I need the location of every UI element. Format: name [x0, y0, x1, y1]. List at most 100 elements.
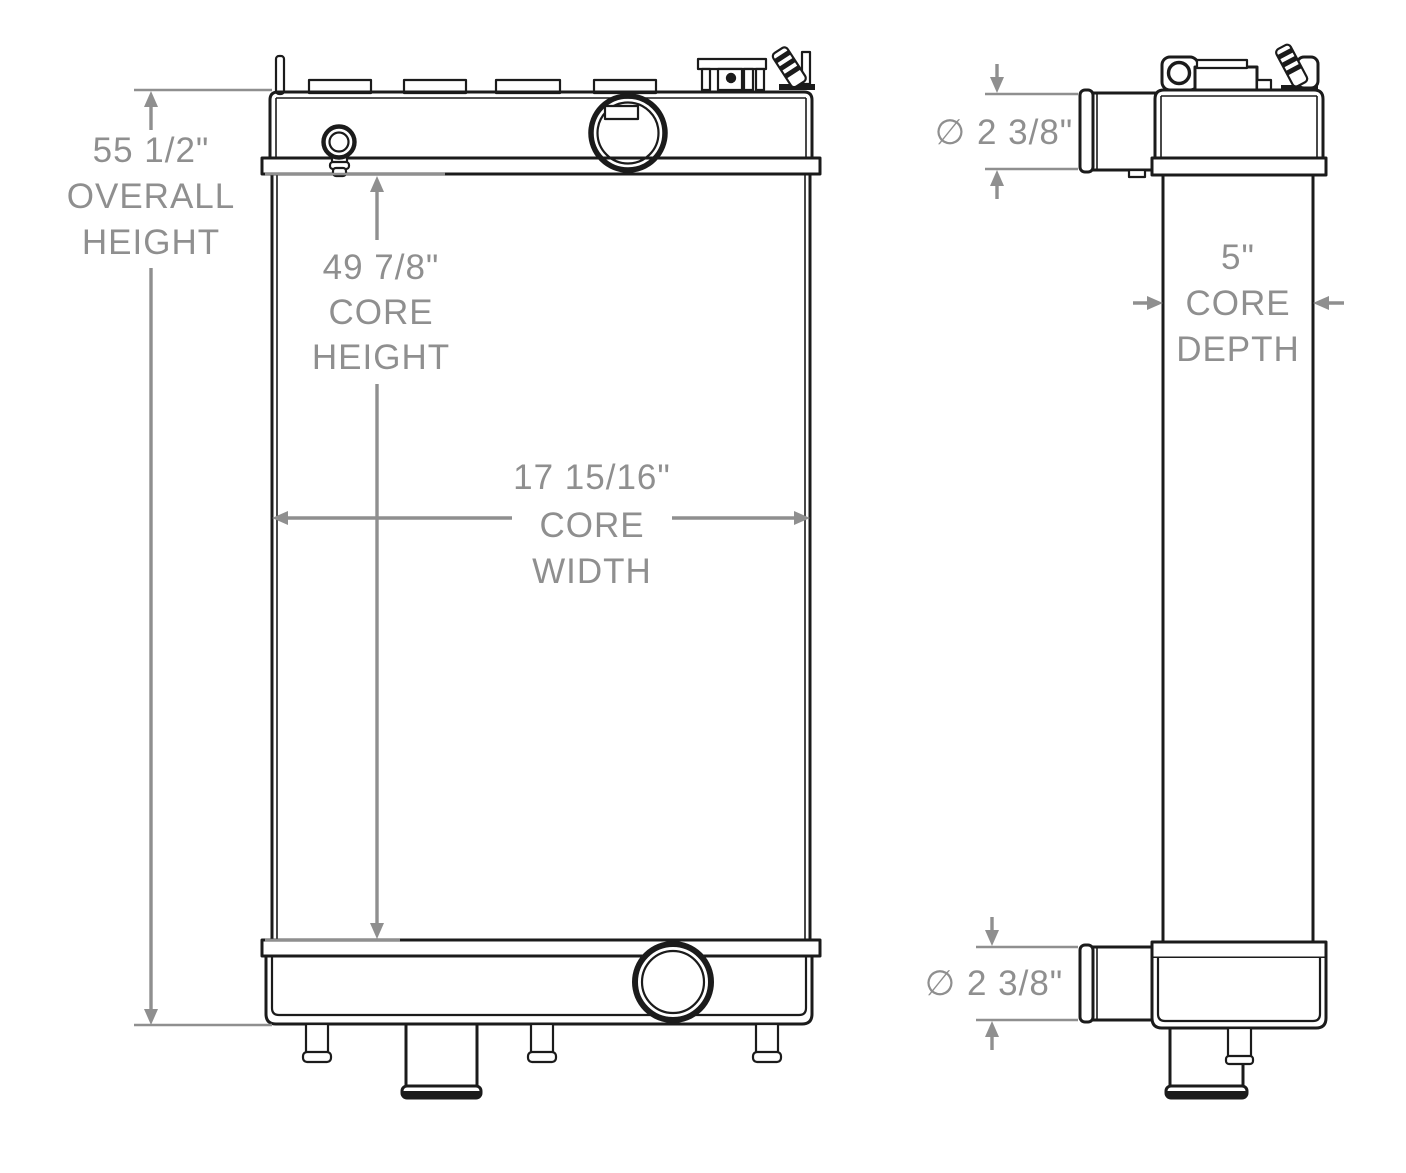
barb-rib [1281, 55, 1298, 68]
filler-cap-post [742, 67, 755, 92]
cap-ear-hole [1166, 60, 1192, 86]
fitting-rod [800, 50, 812, 86]
filler-cap-assembly [696, 57, 768, 92]
outlet-pipe [400, 1022, 483, 1100]
mounting-pin [751, 1022, 783, 1064]
hose-barb-fitting [771, 46, 815, 90]
filler-neck [588, 93, 668, 173]
dim-core-width: 17 15/16" CORE WIDTH [272, 458, 810, 591]
dim-text: CORE [1185, 284, 1290, 323]
arrow-left-icon [1313, 296, 1329, 310]
dim-text: HEIGHT [82, 223, 220, 262]
dim-text: ∅ 2 3/8" [935, 113, 1073, 152]
side-bottom-tank-inner [1156, 956, 1322, 1023]
pin-flange [301, 1050, 333, 1064]
dim-text: CORE [539, 506, 644, 545]
barb-rib [1285, 63, 1303, 76]
filler-neck-inner [596, 101, 660, 165]
side-tank-outline [1153, 88, 1325, 162]
top-tank [260, 46, 822, 178]
pin-flange [1224, 1054, 1255, 1066]
dim-text: DEPTH [1176, 330, 1300, 369]
dim-core-depth: 5" CORE DEPTH [1133, 238, 1344, 369]
dim-text: 5" [1221, 238, 1255, 277]
drain-petcock [321, 124, 357, 178]
arrow-down-icon [370, 923, 384, 939]
side-bottom-tank [1078, 940, 1328, 1100]
dimensions: 55 1/2" OVERALL HEIGHT 49 7/8" CORE HEIG… [67, 64, 1344, 1050]
arrow-up-icon [370, 176, 384, 192]
arrow-up-icon [144, 91, 158, 107]
inlet-pipe-body [1088, 91, 1160, 172]
dim-core-height: 49 7/8" CORE HEIGHT [265, 172, 450, 942]
ribbed-barb [1275, 43, 1309, 88]
overflow-tube [274, 54, 286, 96]
dim-text: WIDTH [532, 552, 652, 591]
arrow-right-icon [1147, 296, 1163, 310]
side-bottom-tank-outer [1150, 956, 1328, 1030]
inlet-pipe-flange [1078, 88, 1095, 174]
barb-rib [783, 65, 801, 79]
side-mounting-pin [1224, 1026, 1255, 1066]
bottom-tank [260, 938, 822, 1100]
cap-plate [1195, 58, 1249, 70]
side-top-band [1150, 156, 1328, 177]
outlet-pipe-body [404, 1022, 479, 1089]
arrow-down-icon [144, 1009, 158, 1025]
dim-text: 49 7/8" [323, 248, 440, 287]
hose-barb-fitting-side [1275, 43, 1320, 91]
bottom-tank-outer [264, 954, 814, 1026]
top-tank-outline [268, 90, 814, 164]
outlet-port [632, 941, 714, 1023]
arrow-up-icon [990, 170, 1004, 186]
pin-body [754, 1022, 780, 1057]
dim-text: ∅ 2 3/8" [925, 964, 1063, 1003]
filler-cap-post [700, 67, 712, 92]
barb-rib [1277, 47, 1294, 60]
front-view [260, 46, 822, 1100]
ribbed-barb [771, 46, 807, 89]
pin-flange [526, 1050, 558, 1064]
filler-cap-side [1160, 55, 1273, 92]
arrow-up-icon [985, 1021, 999, 1037]
filler-cap-pin [725, 72, 737, 84]
dim-text: 17 15/16" [513, 458, 671, 497]
side-bottom-band [1150, 940, 1328, 960]
dim-text: OVERALL [67, 177, 235, 216]
dim-text: 55 1/2" [93, 131, 210, 170]
pin-body [529, 1022, 555, 1057]
petcock-core [328, 131, 350, 153]
pin-body [1226, 1026, 1253, 1060]
barb-rib [774, 50, 791, 64]
arrow-left-icon [272, 511, 288, 525]
inlet-pipe [1078, 88, 1160, 179]
filler-cap-post [754, 67, 766, 92]
bottom-inlet-pipe [1078, 943, 1160, 1024]
barb-rib [778, 57, 796, 72]
filler-neck-notch [603, 104, 640, 121]
bottom-tank-inner [270, 954, 808, 1017]
pin-flange [751, 1050, 783, 1064]
outlet-port-outer [632, 941, 714, 1023]
arrow-right-icon [794, 511, 810, 525]
arrow-down-icon [990, 77, 1004, 93]
filler-cap-bar [696, 57, 768, 71]
bottom-tank-band [260, 938, 822, 958]
dim-text: CORE [328, 293, 433, 332]
mounting-pin [526, 1022, 558, 1064]
top-tank-band [260, 156, 822, 176]
outlet-port-inner [640, 949, 706, 1015]
pipe-body [1088, 945, 1160, 1022]
side-top-tank [1078, 43, 1328, 179]
pin-body [304, 1022, 330, 1057]
dim-overall-height: 55 1/2" OVERALL HEIGHT [67, 88, 272, 1027]
mounting-pin [301, 1022, 333, 1064]
pipe-flange [1078, 943, 1095, 1024]
radiator-core [270, 172, 812, 942]
side-view [1078, 43, 1328, 1100]
dim-bottom-port-diameter: ∅ 2 3/8" [925, 917, 1078, 1050]
arrow-down-icon [985, 930, 999, 946]
dim-text: HEIGHT [312, 338, 450, 377]
dim-top-port-diameter: ∅ 2 3/8" [935, 64, 1078, 199]
